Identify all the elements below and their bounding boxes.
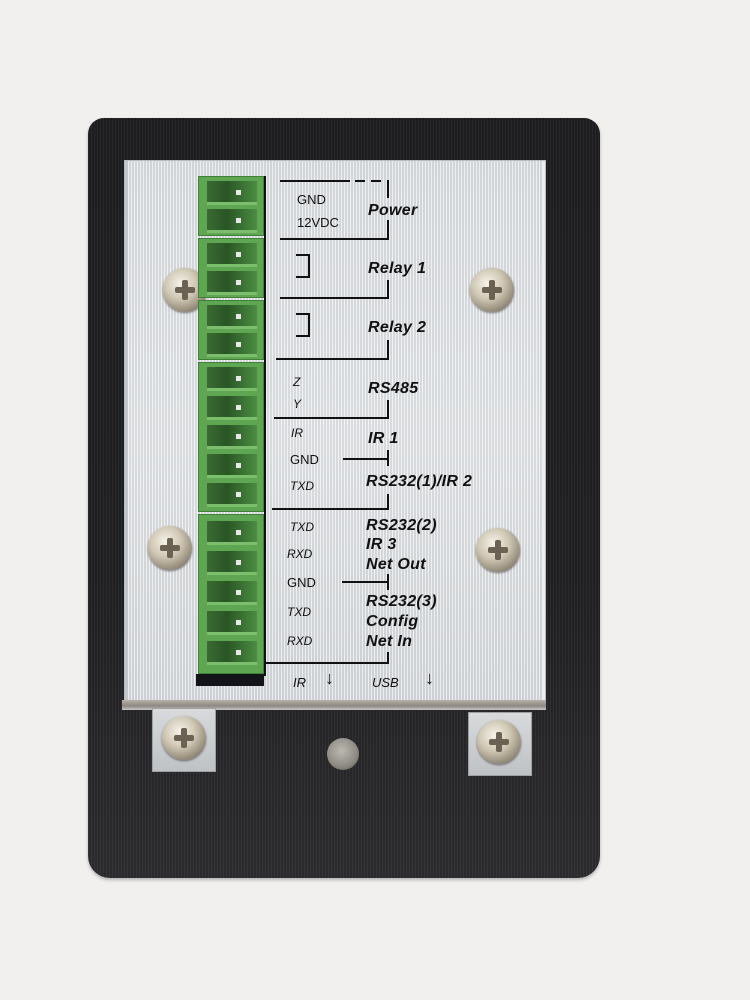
pin-label-gnd: GND [290,452,319,467]
divider-line [387,400,389,418]
terminal-block-relay2[interactable] [198,300,264,360]
divider-line [272,508,389,510]
pin-label-12vdc: 12VDC [297,215,339,230]
screw-icon [470,268,514,312]
group-label-rs232-1-ir2: RS232(1)/IR 2 [366,473,473,490]
dashed-line [355,180,389,182]
port-label-ir: IR [293,675,306,690]
arrow-down-icon: ↓ [425,668,434,688]
pin-label-z: Z [293,375,301,389]
indicator-led [327,738,359,770]
pin-label-rxd: RXD [287,547,313,561]
group-label-ir1: IR 1 [368,430,399,447]
pin-label-txd: TXD [287,605,311,619]
terminal-block-relay1[interactable] [198,238,264,298]
divider-line [266,662,389,664]
divider-line [342,581,387,583]
pin-label-txd: TXD [290,479,314,493]
divider-line [276,358,389,360]
group-label-config: Config [366,613,419,630]
divider-line [280,238,389,240]
divider-line [387,574,389,590]
pin-label-gnd: GND [287,575,316,590]
relay-contact-icon [296,313,310,337]
divider-line [280,180,350,182]
divider-line [387,450,389,466]
group-label-rs232-3: RS232(3) [366,593,437,610]
arrow-down-icon: ↓ [325,668,334,688]
pin-label-rxd: RXD [287,634,313,648]
pin-label-gnd: GND [297,192,326,207]
divider-line [387,652,389,664]
divider-line [387,280,389,298]
group-label-rs232-2: RS232(2) [366,517,437,534]
divider-line [387,220,389,238]
divider-line [387,340,389,360]
group-label-power: Power [368,202,418,219]
group-label-net-in: Net In [366,633,413,650]
pin-label-y: Y [293,397,302,411]
plate-bottom-edge [122,700,546,710]
screw-icon [477,720,521,764]
terminal-edge-line [264,176,266,676]
port-label-usb: USB [372,675,399,690]
divider-line [274,417,389,419]
terminal-block-rs232[interactable] [198,514,264,674]
screw-icon [148,526,192,570]
pin-label-txd: TXD [290,520,314,534]
divider-line [387,180,389,198]
terminal-block-rs485-ir[interactable] [198,362,264,512]
terminal-base [196,674,264,686]
screw-icon [162,716,206,760]
group-label-ir3: IR 3 [366,536,397,553]
terminal-block-power[interactable] [198,176,264,236]
divider-line [280,297,389,299]
relay-contact-icon [296,254,310,278]
group-label-relay2: Relay 2 [368,319,427,336]
divider-line [387,494,389,510]
screw-icon [476,528,520,572]
group-label-net-out: Net Out [366,556,426,573]
aluminum-plate [124,160,546,710]
group-label-relay1: Relay 1 [368,260,427,277]
pin-label-ir: IR [291,426,303,440]
divider-line [343,458,387,460]
group-label-rs485: RS485 [368,380,419,397]
